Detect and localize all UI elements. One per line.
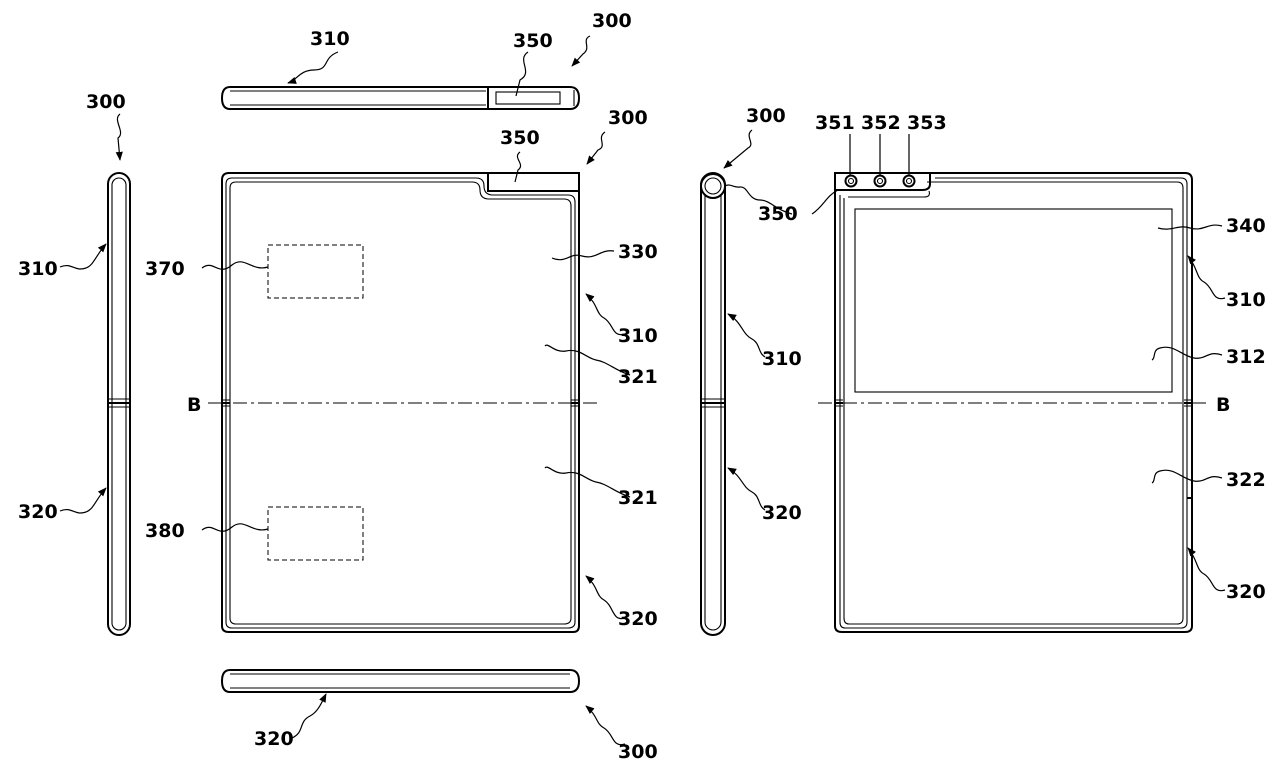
leader-lines <box>59 35 1226 746</box>
camera-352 <box>873 174 887 188</box>
reference-labels: 310 350 300 300 350 300 310 370 330 310 … <box>18 10 1266 763</box>
right-side-view <box>700 172 726 636</box>
label-350-right: 350 <box>758 203 798 225</box>
label-370: 370 <box>145 258 185 280</box>
label-b-left: B <box>187 394 201 416</box>
label-320-right-side: 320 <box>762 502 802 524</box>
label-320-front: 320 <box>618 608 658 630</box>
label-300-bottom: 300 <box>618 741 658 763</box>
label-b-right: B <box>1216 394 1230 416</box>
label-310-right-side: 310 <box>762 348 802 370</box>
bottom-edge-view <box>220 669 581 693</box>
label-340: 340 <box>1226 215 1266 237</box>
label-300-top: 300 <box>592 10 632 32</box>
front-view <box>221 172 580 633</box>
label-300-front: 300 <box>608 107 648 129</box>
label-350-top: 350 <box>513 30 553 52</box>
label-380: 380 <box>145 520 185 542</box>
label-321-lower: 321 <box>618 487 658 509</box>
component-370-box <box>267 244 364 299</box>
label-310-top: 310 <box>310 28 350 50</box>
label-310-rear: 310 <box>1226 289 1266 311</box>
label-300-left-side: 300 <box>86 91 126 113</box>
label-310-front: 310 <box>618 325 658 347</box>
top-edge-view <box>220 86 581 110</box>
label-321-upper: 321 <box>618 366 658 388</box>
label-322: 322 <box>1226 469 1266 491</box>
label-352: 352 <box>861 112 901 134</box>
label-320-bottom: 320 <box>254 728 294 750</box>
label-310-left-side: 310 <box>18 258 58 280</box>
label-300-right-side: 300 <box>746 105 786 127</box>
camera-351 <box>844 174 858 188</box>
label-312: 312 <box>1226 346 1266 368</box>
label-353: 353 <box>907 112 947 134</box>
left-side-view <box>107 172 131 636</box>
camera-353 <box>902 174 916 188</box>
label-350-front: 350 <box>500 127 540 149</box>
component-380-box <box>267 506 364 561</box>
label-351: 351 <box>815 112 855 134</box>
label-320-left-side: 320 <box>18 501 58 523</box>
sub-display <box>854 208 1173 393</box>
label-330: 330 <box>618 241 658 263</box>
label-320-rear: 320 <box>1226 581 1266 603</box>
